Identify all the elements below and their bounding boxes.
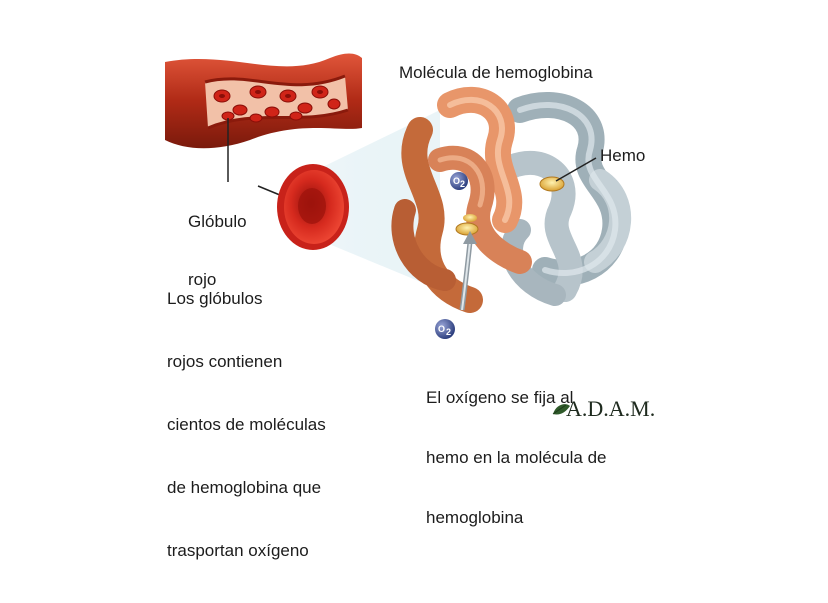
label-red-blood-cell-line: rojo [188, 270, 217, 289]
oxygen-molecule-bound: O 2 [450, 172, 468, 190]
description-line: de hemoglobina que [167, 478, 322, 497]
description-line: Los glóbulos [167, 289, 263, 308]
illustration: O 2 O 2 [165, 53, 632, 415]
o2-subscript: 2 [460, 179, 465, 189]
red-blood-cell [277, 164, 349, 250]
leader-line-hemo [555, 157, 597, 182]
o2-label: O [438, 324, 445, 334]
description-line: cientos de moléculas [167, 415, 326, 434]
oxygen-binding-arrow [459, 231, 477, 311]
heme-group [463, 214, 477, 222]
label-red-blood-cell: Glóbulo rojo [188, 174, 247, 328]
blood-vessel [165, 53, 362, 149]
oxygen-binding-text: El oxígeno se fija al hemo en la molécul… [426, 348, 607, 568]
description-line: trasportan oxígeno [167, 541, 309, 560]
label-hemo: Hemo [600, 146, 646, 165]
diagram-stage: O 2 O 2 Molécula de hemoglobina Hemo Gló… [165, 53, 656, 560]
adam-logo-leaf-icon [552, 404, 570, 415]
oxygen-binding-line: hemo en la molécula de [426, 448, 607, 467]
adam-logo: A.D.A.M. [566, 396, 656, 421]
label-red-blood-cell-line: Glóbulo [188, 212, 247, 231]
oxygen-binding-line: hemoglobina [426, 508, 524, 527]
description-line: rojos contienen [167, 352, 283, 371]
molecule-title: Molécula de hemoglobina [399, 63, 593, 82]
hemoglobin-molecule: O 2 [391, 87, 632, 313]
o2-subscript: 2 [446, 327, 451, 337]
heme-group [455, 222, 479, 236]
description-text: Los glóbulos rojos contienen cientos de … [167, 246, 326, 603]
oxygen-molecule-free: O 2 [435, 319, 455, 339]
oxygen-binding-line: El oxígeno se fija al [426, 388, 574, 407]
o2-label: O [453, 176, 460, 186]
